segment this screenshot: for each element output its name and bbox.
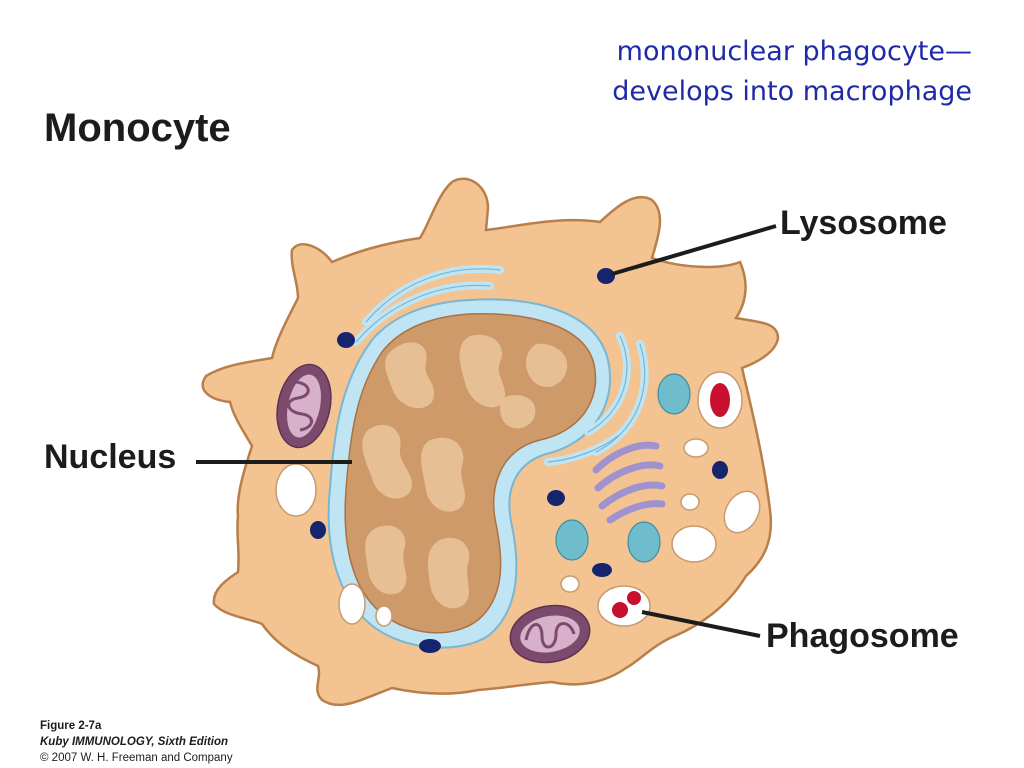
vacuole: [275, 438, 761, 627]
mitochondrion-icon: [509, 604, 591, 664]
chromatin: [362, 334, 568, 609]
copyright: © 2007 W. H. Freeman and Company: [40, 752, 233, 764]
figure-caption: Figure 2-7a Kuby IMMUNOLOGY, Sixth Editi…: [40, 718, 233, 766]
lysosome-leader-line: [611, 224, 777, 276]
vesicle: [555, 373, 691, 563]
lysosome-label: Lysosome: [780, 204, 947, 242]
nucleus-label: Nucleus: [44, 438, 177, 476]
golgi-apparatus-icon: [592, 441, 666, 524]
phagosome-label: Phagosome: [766, 617, 959, 655]
lysosome-icon: [310, 268, 728, 653]
subtitle: mononuclear phagocyte— develops into mac…: [512, 32, 972, 112]
phagosome-icon: [597, 585, 651, 627]
book-title: Kuby IMMUNOLOGY, Sixth Edition: [40, 736, 229, 748]
subtitle-line-2: develops into macrophage: [612, 76, 972, 107]
page-title: Monocyte: [44, 106, 231, 150]
subtitle-line-1: mononuclear phagocyte—: [616, 36, 972, 67]
figure-number: Figure 2-7a: [40, 720, 102, 732]
phagosome-leader-line: [641, 610, 761, 638]
phagosome-icon: [697, 371, 743, 429]
mitochondrion-icon: [276, 363, 332, 449]
